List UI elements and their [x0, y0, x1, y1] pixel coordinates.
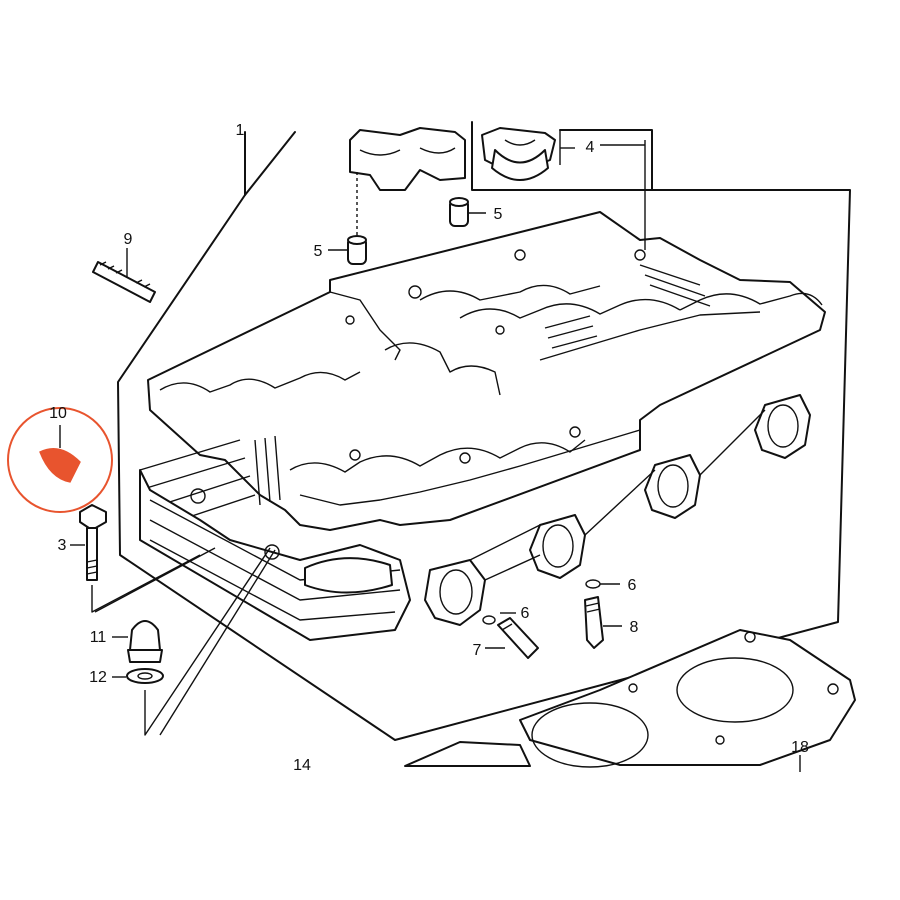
assembly-frame	[117, 131, 851, 741]
sealing-washer	[112, 668, 164, 684]
intake-ports	[424, 394, 811, 626]
callout-12: 12	[89, 669, 107, 686]
callout-6-right: 6	[628, 577, 637, 594]
cap-nut	[112, 620, 163, 663]
valve-guide-and-seals	[482, 579, 622, 659]
leader-lines	[91, 140, 646, 736]
dowel-pin-upper	[449, 197, 486, 227]
callout-5-lower: 5	[314, 243, 323, 260]
dowel-pin-lower	[328, 172, 367, 265]
callout-10: 10	[49, 405, 67, 422]
callout-11: 11	[90, 629, 107, 646]
callout-9: 9	[124, 231, 133, 248]
callout-4: 4	[586, 139, 595, 156]
stud-bolt	[92, 248, 156, 303]
valve-cotter-icon[interactable]	[39, 448, 81, 483]
callout-5-upper: 5	[494, 206, 503, 223]
callout-7: 7	[473, 642, 482, 659]
cylinder-head	[139, 211, 826, 641]
flange-bolt	[70, 504, 107, 581]
head-gasket	[519, 629, 856, 772]
callout-14: 14	[293, 757, 311, 774]
callout-6-left: 6	[521, 605, 530, 622]
callout-labels: 1 3 4 5 5 6 6 7 8 9 10 11 12 14 18	[49, 122, 809, 774]
head-gasket-rear	[404, 741, 531, 767]
callout-1: 1	[236, 122, 245, 139]
camshaft-holder-caps	[349, 127, 556, 191]
callout-8: 8	[630, 619, 639, 636]
callout-18: 18	[791, 739, 809, 756]
callout-3: 3	[58, 537, 67, 554]
highlight-circle	[7, 407, 113, 513]
inset-box-part-4	[471, 121, 653, 191]
highlighted-part-group	[7, 407, 113, 513]
